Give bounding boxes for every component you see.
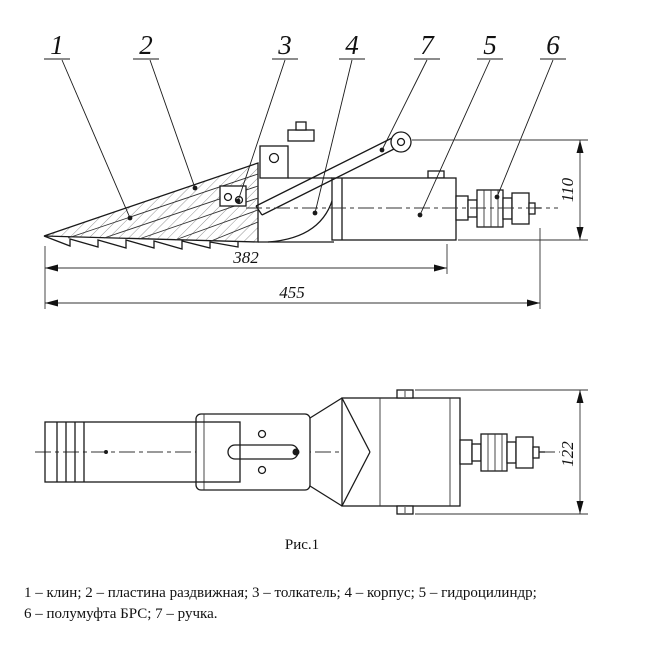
- dimensions-side: 382 455 110: [44, 139, 588, 309]
- callout-leaders: [44, 58, 566, 219]
- wedge-teeth: [43, 235, 239, 250]
- handle: [255, 131, 412, 216]
- plan-cylinder-body: [309, 389, 461, 515]
- extension-lines: [44, 139, 588, 309]
- quick-coupling: [455, 189, 541, 228]
- callout-1: 1: [50, 30, 64, 60]
- callout-7: 7: [420, 30, 435, 60]
- pivot-bracket: [259, 121, 315, 179]
- callout-dots: [127, 147, 500, 221]
- side-view: [43, 121, 558, 250]
- plan-view: 122: [35, 389, 588, 515]
- callouts: 1 2 3 4 7 5 6: [44, 30, 566, 221]
- dim-455-label: 455: [279, 283, 305, 302]
- dim-110-label: 110: [558, 177, 577, 202]
- plan-slide-plate: [195, 413, 311, 491]
- hydraulic-cylinder: [331, 170, 457, 241]
- callout-4: 4: [345, 30, 359, 60]
- callout-5: 5: [483, 30, 497, 60]
- legend-line-2: 6 – полумуфта БРС; 7 – ручка.: [24, 606, 217, 622]
- callout-6: 6: [546, 30, 560, 60]
- plan-wedge-tube: [44, 421, 241, 483]
- callout-2: 2: [139, 30, 153, 60]
- dim-122-label: 122: [558, 441, 577, 467]
- dim-382-label: 382: [232, 248, 259, 267]
- legend-line-1: 1 – клин; 2 – пластина раздвижная; 3 – т…: [24, 585, 537, 601]
- wedge-body: [43, 162, 259, 243]
- plan-quick-coupling: [459, 433, 545, 472]
- dimensions-plan: 122: [415, 389, 588, 515]
- callout-3: 3: [277, 30, 292, 60]
- figure-caption: Рис.1: [285, 537, 319, 553]
